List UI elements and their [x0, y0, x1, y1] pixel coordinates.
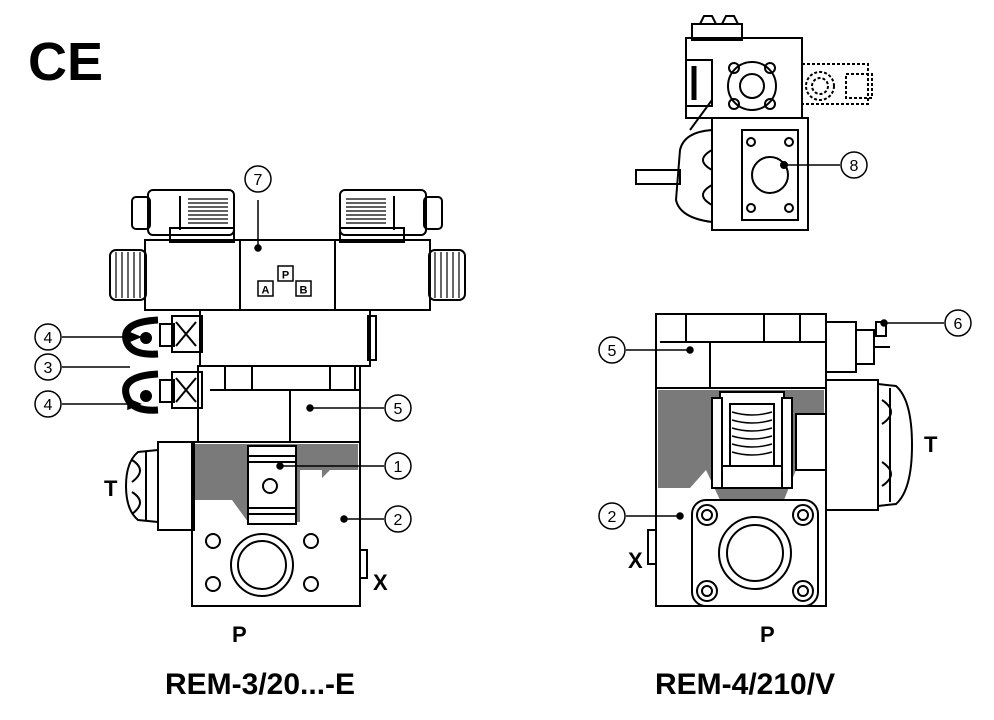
ce-mark: CE [28, 32, 103, 92]
caption-left: REM-3/20...-E [165, 668, 356, 701]
caption-right: REM-4/210/V [655, 668, 836, 701]
callout-circle-5-left [384, 394, 412, 422]
connector-plug-right [339, 189, 443, 243]
callout-circle-5-right [598, 336, 626, 364]
solenoid-valve: P A B [109, 239, 466, 311]
left-port-x: X [373, 570, 388, 595]
callout-5-left: 5 [394, 401, 403, 418]
callout-circle-2-left [384, 505, 412, 533]
right-valve-drawing: 5 6 2 T P X [598, 309, 972, 647]
callout-2-right: 2 [608, 509, 617, 526]
port-label-p-small: P [282, 270, 289, 282]
callout-2-left: 2 [394, 512, 403, 529]
pump-assembly-drawing: 8 [635, 15, 873, 231]
callout-circle-1 [384, 452, 412, 480]
left-callout-leaders [62, 200, 384, 523]
callout-7: 7 [254, 172, 263, 189]
callout-circle-8 [840, 151, 868, 179]
callout-circle-7 [244, 165, 272, 193]
callout-4-top: 4 [44, 330, 53, 347]
callout-1: 1 [394, 459, 403, 476]
callout-circle-3 [34, 353, 62, 381]
port-label-b: B [300, 285, 308, 297]
pilot-fittings [122, 315, 203, 414]
callout-5-right: 5 [608, 343, 617, 360]
main-body [191, 441, 368, 607]
left-valve-drawing: P A B [34, 165, 466, 647]
connector-plug-left [131, 189, 235, 243]
callout-circle-4b [34, 390, 62, 418]
callout-circle-6 [944, 309, 972, 337]
adapter-plate [199, 309, 371, 367]
callout-6: 6 [954, 316, 963, 333]
callout-circle-4a [34, 323, 62, 351]
right-port-t: T [924, 432, 938, 457]
left-port-t: T [104, 476, 118, 501]
tank-port-fitting [124, 441, 195, 531]
left-port-p: P [232, 622, 247, 647]
port-label-a: A [262, 285, 270, 297]
callout-4-bottom: 4 [44, 397, 53, 414]
callout-8: 8 [850, 158, 859, 175]
callout-circle-2-right [598, 502, 626, 530]
pilot-body [197, 365, 361, 443]
callout-3: 3 [44, 360, 53, 377]
right-port-p: P [760, 622, 775, 647]
right-port-x: X [628, 548, 643, 573]
